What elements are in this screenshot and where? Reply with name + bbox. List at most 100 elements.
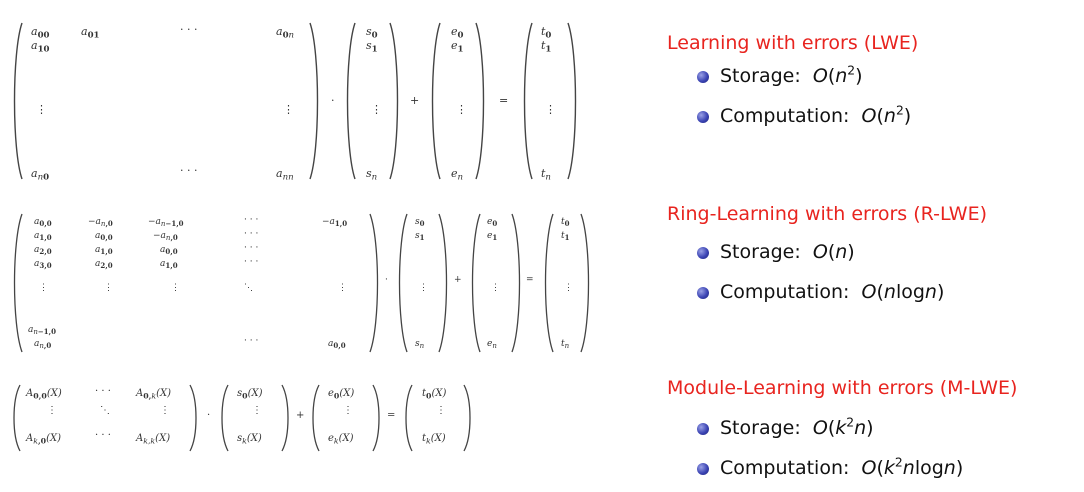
lwe-s1: s1 [366, 39, 378, 55]
rlwe-e0: e0 [487, 217, 498, 229]
lwe-hdots-bottom: · · · [180, 164, 198, 177]
lwe-dot-op: · [331, 94, 335, 107]
rlwe-t-vdots: ⋮ [564, 283, 573, 293]
lwe-computation-complexity: O(n2) [861, 103, 912, 127]
lwe-ann: ann [276, 167, 294, 183]
mlwe-vdots-right: ⋮ [160, 405, 170, 416]
rlwe-c01: −an,0 [88, 217, 113, 229]
rlwe-sn: sn [415, 339, 425, 351]
mlwe-matrix-left-paren [13, 384, 21, 452]
rlwe-c11: a0,0 [95, 231, 113, 243]
rlwe-dot-op: · [385, 275, 388, 285]
lwe-t0: t0 [541, 25, 552, 41]
lwe-computation-bullet-icon [697, 111, 709, 123]
mlwe-storage-bullet-icon [697, 423, 709, 435]
lwe-vdots-right: ⋮ [283, 103, 294, 116]
lwe-storage-complexity: O(n2) [812, 63, 863, 87]
rlwe-equation: a0,0 −an,0 −an−1,0 · · · −a1,0 a1,0 a0,0… [0, 200, 640, 360]
lwe-s0: s0 [366, 25, 378, 41]
rlwe-c32: a1,0 [160, 259, 178, 271]
mlwe-computation-bullet-icon [697, 463, 709, 475]
rlwe-plus-op: + [454, 275, 462, 285]
rlwe-tn: tn [561, 339, 570, 351]
mlwe-tk: tk(X) [422, 433, 446, 446]
lwe-a0n: a0n [276, 25, 295, 41]
rlwe-vdots-c1: ⋮ [104, 283, 113, 293]
lwe-matrix-right-paren [309, 22, 319, 180]
lwe-equals-op: = [499, 94, 509, 107]
rlwe-c20: a2,0 [34, 245, 52, 257]
mlwe-t-vdots: ⋮ [436, 405, 446, 416]
rlwe-c00: a0,0 [34, 217, 52, 229]
lwe-s-vdots: ⋮ [371, 103, 382, 116]
rlwe-c31: a2,0 [95, 259, 113, 271]
mlwe-storage-label: Storage: [720, 417, 801, 439]
lwe-s-right-paren [389, 22, 399, 180]
rlwe-c0n: −a1,0 [322, 217, 348, 229]
mlwe-vdots-left: ⋮ [47, 405, 57, 416]
lwe-an0: an0 [31, 167, 50, 183]
lwe-t-vdots: ⋮ [545, 103, 556, 116]
mlwe-computation-label: Computation: [720, 457, 850, 479]
rlwe-hdots-r0: · · · [244, 215, 259, 225]
mlwe-e-vdots: ⋮ [343, 405, 353, 416]
mlwe-t0: t0(X) [422, 388, 447, 401]
rlwe-hdots-r1: · · · [244, 229, 259, 239]
lwe-computation-item: Computation: O(n2) [720, 103, 912, 127]
rlwe-e1: e1 [487, 231, 498, 243]
lwe-tn: tn [541, 167, 551, 183]
rlwe-e-vdots: ⋮ [491, 283, 500, 293]
rlwe-storage-label: Storage: [720, 241, 801, 263]
rlwe-storage-item: Storage: O(n) [720, 243, 855, 262]
lwe-e-vdots: ⋮ [456, 103, 467, 116]
rlwe-computation-complexity: O(nlogn) [861, 281, 945, 303]
rlwe-s-left-paren [398, 213, 408, 353]
mlwe-plus-op: + [296, 410, 305, 421]
mlwe-storage-item: Storage: O(k2n) [720, 416, 874, 439]
rlwe-e-right-paren [511, 213, 521, 353]
mlwe-sk: sk(X) [237, 433, 262, 446]
rlwe-equals-op: = [526, 275, 534, 285]
lwe-e-right-paren [475, 22, 485, 180]
rlwe-t1: t1 [561, 231, 570, 243]
rlwe-storage-complexity: O(n) [812, 241, 855, 263]
rlwe-c12: −an,0 [153, 231, 178, 243]
mlwe-computation-item: Computation: O(k2nlogn) [720, 455, 964, 479]
rlwe-computation-label: Computation: [720, 281, 850, 303]
rlwe-cn0: an,0 [34, 339, 52, 351]
rlwe-hdots-r2: · · · [244, 243, 259, 253]
lwe-a01: a01 [81, 25, 100, 41]
mlwe-s-right-paren [281, 384, 289, 452]
mlwe-computation-complexity: O(k2nlogn) [861, 455, 964, 479]
mlwe-matrix-right-paren [189, 384, 197, 452]
rlwe-computation-bullet-icon [697, 287, 709, 299]
lwe-equation: a00 a01 · · · a0n a10 ⋮ ⋮ an0 · · · ann … [0, 0, 640, 190]
mlwe-s0: s0(X) [237, 388, 263, 401]
mlwe-Ak0: Ak,0(X) [26, 433, 62, 446]
mlwe-s-left-paren [221, 384, 229, 452]
lwe-plus-op: + [410, 94, 420, 107]
mlwe-dot-op: · [207, 410, 211, 421]
rlwe-s-vdots: ⋮ [419, 283, 428, 293]
mlwe-A0k: A0,k(X) [136, 388, 172, 401]
rlwe-hdots-r3: · · · [244, 257, 259, 267]
lwe-t1: t1 [541, 39, 552, 55]
mlwe-e0: e0(X) [328, 388, 355, 401]
mlwe-ek: ek(X) [328, 433, 354, 446]
mlwe-A00: A0,0(X) [26, 388, 62, 401]
rlwe-t-left-paren [544, 213, 554, 353]
mlwe-e-left-paren [312, 384, 320, 452]
rlwe-e-left-paren [471, 213, 481, 353]
mlwe-section-title: Module-Learning with errors (M-LWE) [667, 377, 1018, 399]
lwe-sn: sn [366, 167, 378, 183]
lwe-a00: a00 [31, 25, 50, 41]
rlwe-c21: a1,0 [95, 245, 113, 257]
mlwe-Akk: Ak,k(X) [136, 433, 171, 446]
lwe-en: en [451, 167, 464, 183]
lwe-t-right-paren [567, 22, 577, 180]
mlwe-e-right-paren [372, 384, 380, 452]
rlwe-matrix-left-paren [13, 213, 23, 353]
rlwe-hdots-bottom: · · · [244, 336, 259, 346]
lwe-matrix-left-paren [13, 22, 23, 180]
rlwe-c02: −an−1,0 [148, 217, 184, 229]
